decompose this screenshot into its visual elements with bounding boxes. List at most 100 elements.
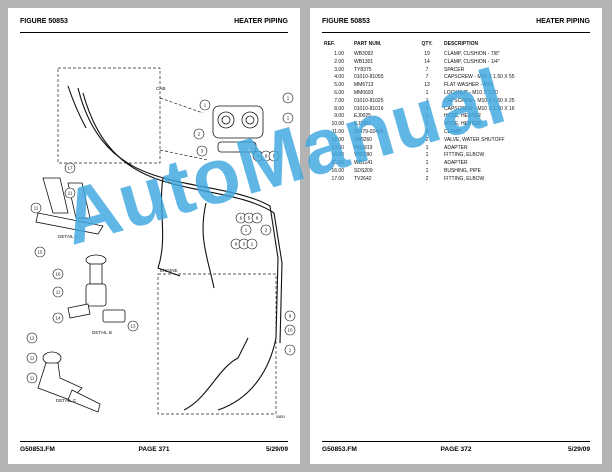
description-cell: CLAMP (444, 128, 462, 135)
svg-text:8: 8 (265, 154, 268, 159)
right-page-header: FIGURE 50853 HEATER PIPING (322, 18, 590, 32)
page-title: HEATER PIPING (536, 18, 590, 25)
part-number-cell: WB1141 (354, 160, 373, 167)
label-engine: ENGINE (160, 268, 178, 273)
svg-text:12: 12 (30, 336, 35, 341)
figure-number: FIGURE 50853 (20, 18, 68, 25)
label-cab: CAB (156, 86, 165, 91)
ref-cell: 1.00 (334, 51, 344, 57)
ref-cell: 5.00 (334, 82, 344, 89)
svg-text:6: 6 (240, 216, 243, 221)
svg-text:11: 11 (34, 206, 39, 211)
svg-text:11: 11 (30, 356, 35, 361)
left-page-footer: G50853.FM PAGE 371 5/29/09 (20, 446, 288, 458)
part-number-cell: 01010-81055 (354, 74, 384, 81)
part-number-cell: WB3092 (354, 51, 374, 57)
qty-cell: 7 (425, 74, 429, 81)
ref-cell: 2.00 (334, 58, 344, 65)
left-page: FIGURE 50853 HEATER PIPING (8, 8, 300, 464)
ref-cell: 17.00 (331, 175, 344, 182)
description-cell: CAPSCREW - M10 X 1.50 X 25 (444, 97, 515, 104)
qty-cell: 1 (425, 97, 429, 104)
description-cell: LOCKNUT - M10 X 1,50 (444, 89, 498, 96)
ref-cell: 16.00 (331, 167, 344, 174)
svg-text:1: 1 (287, 116, 290, 121)
svg-text:1: 1 (251, 242, 254, 247)
pipe-run-4 (157, 177, 181, 277)
label-detail-b: DETAIL B (92, 330, 112, 335)
pipe-run-5 (202, 202, 215, 289)
footer-date: 5/29/09 (266, 446, 288, 453)
part-number-cell: VN0090 (354, 152, 373, 159)
pipe-run-3 (67, 85, 87, 129)
description-cell: FITTING, ELBOW (444, 175, 485, 182)
footer-page: PAGE 371 (138, 446, 170, 453)
qty-cell: 1 (425, 144, 429, 151)
col-ref: REF. (324, 41, 335, 47)
right-page-footer: G50853.FM PAGE 372 5/29/09 (322, 446, 590, 458)
col-qty: QTY. (421, 41, 433, 47)
table-row: 4.00 01010-81055 7 CAPSCREW - M10 X 1.50 X … (324, 74, 588, 82)
part-number-cell: MM0693 (354, 89, 374, 96)
table-row: 7.00 01010-81025 1 CAPSCREW - M10 X 1.50 X … (324, 98, 588, 106)
qty-cell: 4 (425, 128, 429, 135)
footer-file: G50853.FM (322, 446, 357, 453)
drawing-code: 50853 (276, 415, 285, 419)
description-cell: FLAT WASHER - M10 (444, 82, 494, 89)
description-cell: FITTING, ELBOW (444, 152, 485, 159)
engine-outline (157, 273, 277, 415)
ref-cell: 3.00 (334, 66, 344, 73)
footer-page: PAGE 372 (440, 446, 472, 453)
svg-text:11: 11 (30, 376, 35, 381)
ref-cell: 6.00 (334, 89, 344, 96)
description-cell: ADAPTER (444, 160, 468, 167)
svg-text:9: 9 (289, 314, 292, 319)
header-rule (20, 32, 288, 33)
svg-text:14: 14 (56, 316, 61, 321)
part-number-cell: VN8260 (354, 136, 373, 143)
qty-cell: 1 (425, 160, 429, 167)
header-rule (322, 32, 590, 33)
ref-cell: 14.00 (331, 152, 344, 159)
right-page: FIGURE 50853 HEATER PIPING REF. PART NUM… (310, 8, 602, 464)
description-cell: CLAMP, CUSHION - 1/4" (444, 58, 500, 65)
svg-text:1: 1 (245, 228, 248, 233)
svg-text:3: 3 (201, 149, 204, 154)
qty-cell: 1 (425, 89, 429, 96)
svg-text:1: 1 (287, 96, 290, 101)
svg-text:2: 2 (265, 228, 268, 233)
footer-rule (322, 441, 590, 442)
svg-text:8: 8 (235, 242, 238, 247)
footer-rule (20, 441, 288, 442)
qty-cell: 2 (425, 175, 429, 182)
pipe-run-2 (82, 92, 283, 344)
svg-text:15: 15 (38, 250, 43, 255)
label-detail-c: DETAIL C (56, 398, 77, 403)
part-number-cell: EJ1201 (354, 121, 371, 128)
ref-cell: 7.00 (334, 97, 344, 104)
part-number-cell: EJ0025 (354, 113, 371, 120)
part-number-cell: 01010-81025 (354, 97, 384, 104)
detail-a-fitting (42, 177, 69, 214)
ref-cell: 4.00 (334, 74, 344, 81)
cab-outline (57, 67, 161, 164)
part-number-cell: SDS209 (354, 167, 373, 174)
ref-cell: 8.00 (334, 105, 344, 112)
qty-cell: 1 (425, 152, 429, 159)
description-cell: HOSE, HEATER (444, 121, 481, 128)
description-cell: CAPSCREW - M10 X 1.50 X 55 (444, 74, 515, 81)
qty-cell: 1 (425, 113, 429, 120)
ref-cell: 11.00 (331, 128, 344, 135)
col-part: PART NUM. (354, 41, 382, 47)
part-number-cell: PG3919 (354, 144, 373, 151)
